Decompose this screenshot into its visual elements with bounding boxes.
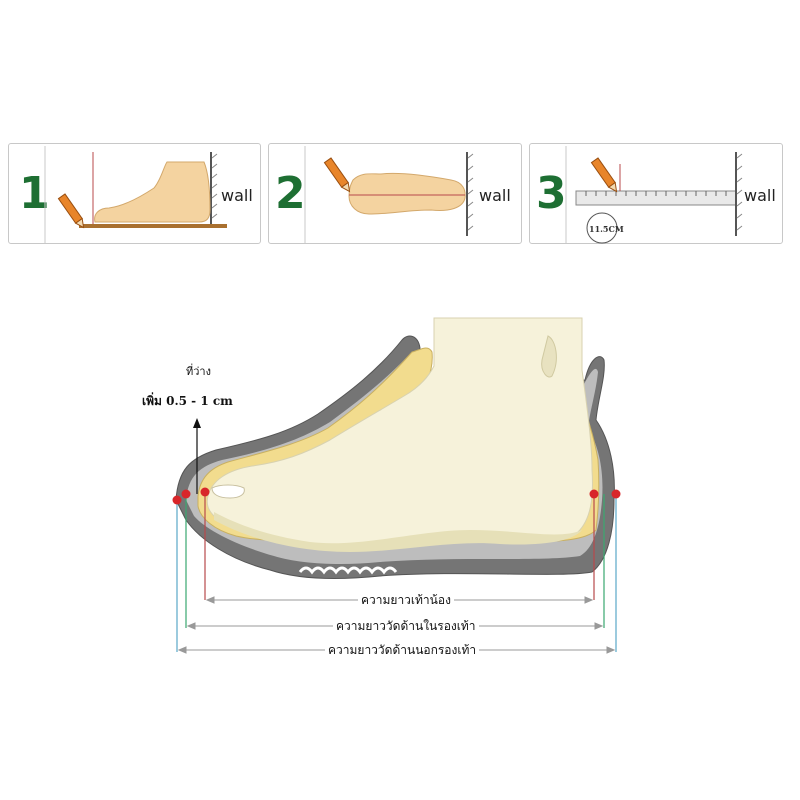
magnifier-icon bbox=[586, 212, 618, 244]
arrow-right-icon bbox=[594, 622, 604, 630]
sole-tread bbox=[298, 566, 398, 575]
step-3-panel: 3 bbox=[529, 143, 783, 244]
step-2-number: 2 bbox=[275, 168, 306, 219]
foot-length-label: ความยาวเท้าน้อง bbox=[358, 591, 454, 610]
marker-outer-heel bbox=[611, 489, 621, 499]
foot-top bbox=[348, 172, 466, 215]
step-3-illustration bbox=[565, 146, 743, 244]
ruler-reading: 11.5CM bbox=[589, 224, 624, 234]
arrow-head-icon bbox=[193, 418, 201, 428]
step-2-panel: 2 wall bbox=[268, 143, 522, 244]
foot-sole-shade bbox=[214, 512, 582, 552]
pencil-icon bbox=[590, 157, 618, 193]
wall-label: wall bbox=[744, 186, 776, 205]
marker-outer-toe bbox=[172, 495, 182, 505]
wall-label: wall bbox=[479, 186, 511, 205]
toe-nail bbox=[211, 484, 245, 499]
step-2-illustration bbox=[304, 146, 474, 243]
pencil-icon bbox=[323, 157, 351, 193]
arrow-left-icon bbox=[205, 596, 215, 604]
marker-foot-heel bbox=[589, 489, 599, 499]
allowance-line2: เพิ่ม 0.5 - 1 cm bbox=[142, 394, 233, 408]
foot-side bbox=[94, 161, 211, 223]
wall-label: wall bbox=[221, 186, 253, 205]
step-1-illustration bbox=[44, 146, 227, 243]
pencil-icon bbox=[57, 193, 85, 229]
arrow-left-icon bbox=[177, 646, 187, 654]
step-1-panel: 1 wall bbox=[8, 143, 261, 244]
arrow-right-icon bbox=[606, 646, 616, 654]
allowance-line1: ที่ว่าง bbox=[186, 365, 211, 378]
marker-inner-toe bbox=[181, 489, 191, 499]
arrow-left-icon bbox=[186, 622, 196, 630]
arrow-right-icon bbox=[584, 596, 594, 604]
step-3-number: 3 bbox=[536, 168, 567, 219]
ankle-bone bbox=[541, 335, 557, 378]
marker-foot-toe bbox=[200, 487, 210, 497]
outsole-length-label: ความยาววัดด้านนอกรองเท้า bbox=[325, 641, 480, 660]
floor-board bbox=[79, 224, 227, 228]
insole-length-label: ความยาววัดด้านในรองเท้า bbox=[333, 617, 479, 636]
